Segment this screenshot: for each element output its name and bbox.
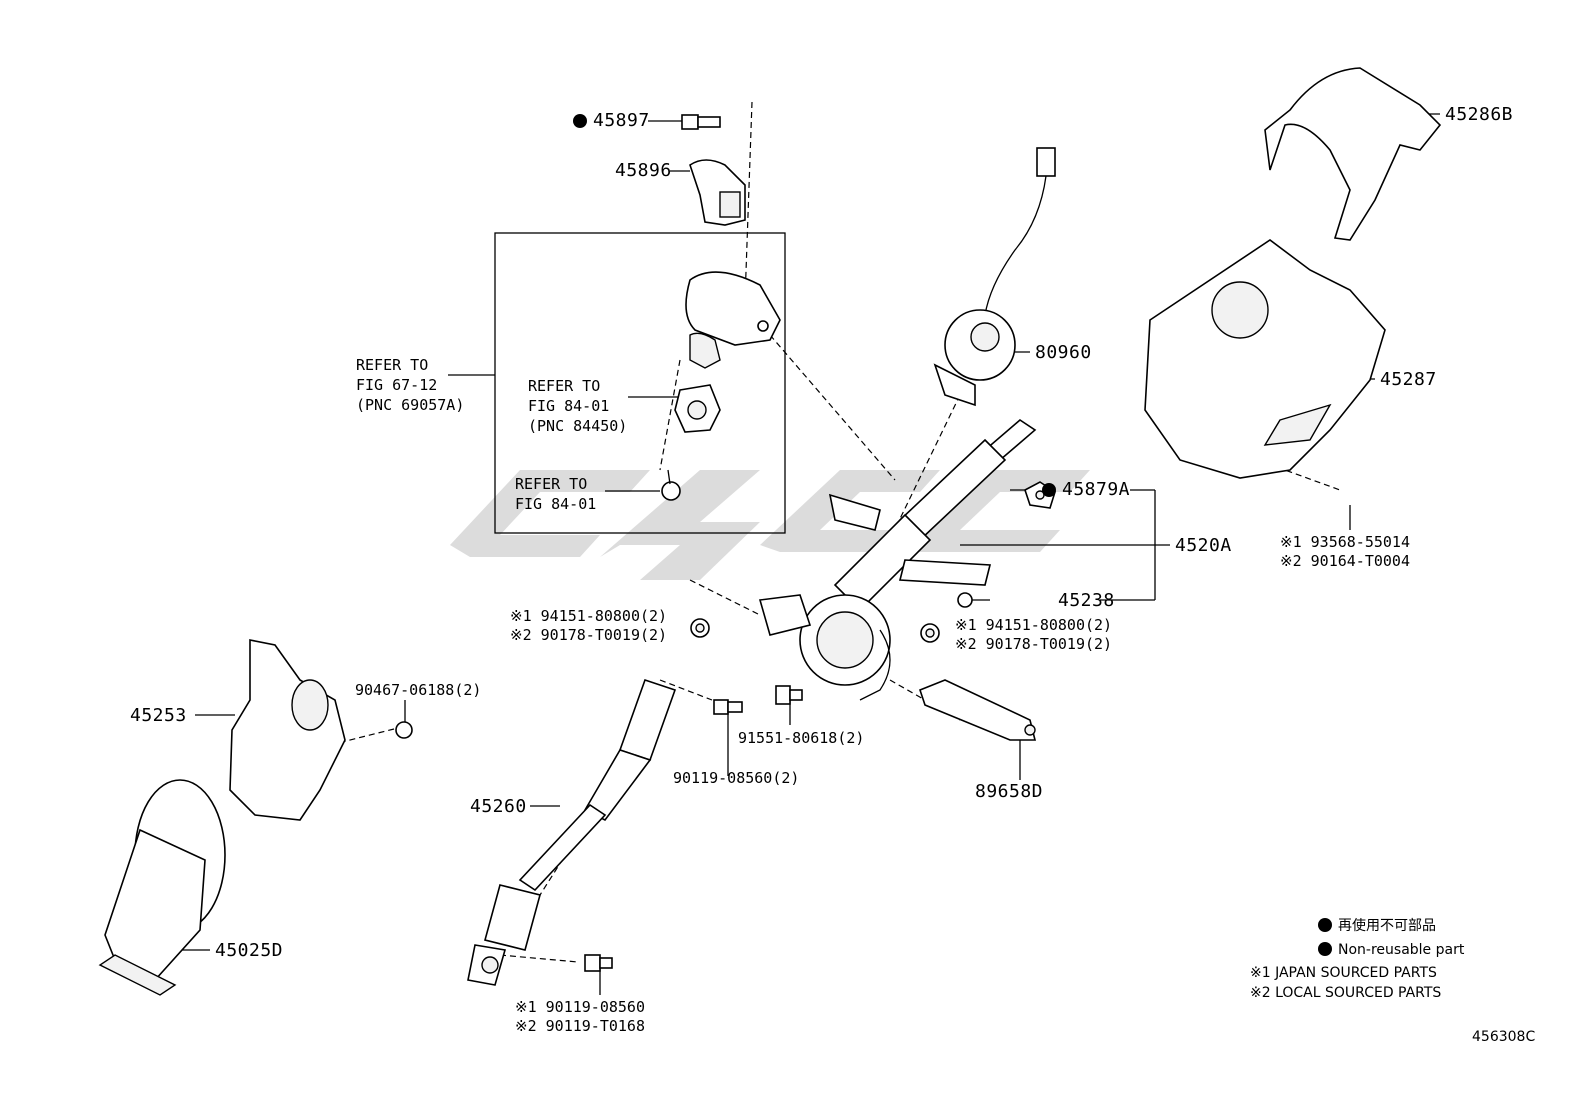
label-45025D: 45025D bbox=[215, 940, 284, 961]
bolt-90119-lower[interactable] bbox=[584, 954, 613, 972]
lower-cover-45287[interactable] bbox=[1144, 239, 1386, 479]
steering-column-4520A[interactable] bbox=[758, 418, 1037, 701]
key-cylinder[interactable] bbox=[674, 384, 721, 433]
label-nut-right-2: ※2 90178-T0019(2) bbox=[955, 635, 1113, 653]
label-nut-right-1: ※1 94151-80800(2) bbox=[955, 616, 1113, 634]
non-reusable-dot-icon bbox=[573, 114, 587, 128]
label-89658D: 89658D bbox=[975, 781, 1044, 802]
bolt-45238[interactable] bbox=[957, 592, 973, 608]
refer-note-fig-84-01-pnc: REFER TO FIG 84-01 (PNC 84450) bbox=[528, 377, 628, 435]
label-45238: 45238 bbox=[1058, 590, 1115, 611]
bolt-91551[interactable] bbox=[775, 685, 803, 705]
label-screw-right-1: ※1 93568-55014 bbox=[1280, 533, 1410, 551]
part-number: 45897 bbox=[593, 110, 650, 131]
label-45253: 45253 bbox=[130, 705, 187, 726]
bolt-90119-upper[interactable] bbox=[713, 699, 743, 715]
label-90119-08560-2: 90119-08560(2) bbox=[673, 769, 800, 787]
boot-45025D[interactable] bbox=[98, 779, 226, 996]
non-reusable-dot-icon bbox=[1042, 483, 1056, 497]
label-nut-left-1: ※1 94151-80800(2) bbox=[510, 607, 668, 625]
nut-right[interactable] bbox=[920, 623, 940, 643]
label-45896: 45896 bbox=[615, 160, 672, 181]
label-91551: 91551-80618(2) bbox=[738, 729, 865, 747]
label-bolt-bottom-1: ※1 90119-08560 bbox=[515, 998, 645, 1016]
label-45287: 45287 bbox=[1380, 369, 1437, 390]
bracket-89658D[interactable] bbox=[919, 679, 1037, 741]
figure-id: 456308C bbox=[1472, 1029, 1536, 1045]
legend-japan-sourced: ※1 JAPAN SOURCED PARTS bbox=[1250, 965, 1437, 981]
legend-local-sourced: ※2 LOCAL SOURCED PARTS bbox=[1250, 985, 1442, 1001]
label-45879A: 45879A bbox=[1042, 481, 1130, 499]
non-reusable-dot-icon bbox=[1318, 918, 1332, 932]
refer-note-fig-84-01: REFER TO FIG 84-01 bbox=[515, 475, 597, 513]
non-reusable-dot-icon bbox=[1318, 942, 1332, 956]
ignition-housing[interactable] bbox=[685, 271, 781, 369]
legend-non-reusable-en: Non-reusable part bbox=[1318, 942, 1464, 957]
sensor-80960[interactable] bbox=[933, 147, 1056, 407]
label-45897: 45897 bbox=[573, 112, 650, 130]
intermediate-shaft-45260[interactable] bbox=[467, 678, 677, 986]
legend-non-reusable-jp: 再使用不可部品 bbox=[1318, 918, 1436, 933]
clip-90467[interactable] bbox=[395, 721, 413, 739]
box-screw[interactable] bbox=[661, 469, 681, 501]
label-80960: 80960 bbox=[1035, 342, 1092, 363]
label-45286B: 45286B bbox=[1445, 104, 1514, 125]
part-number: 45879A bbox=[1062, 479, 1131, 500]
bolt-45897[interactable] bbox=[681, 114, 721, 130]
refer-note-fig-67-12: REFER TO FIG 67-12 (PNC 69057A) bbox=[356, 356, 465, 414]
label-45260: 45260 bbox=[470, 796, 527, 817]
leader-lines bbox=[177, 113, 1440, 995]
legend-text: 再使用不可部品 bbox=[1338, 918, 1436, 934]
label-4520A: 4520A bbox=[1175, 535, 1232, 556]
label-90467: 90467-06188(2) bbox=[355, 681, 482, 699]
sub-assembly-box bbox=[494, 232, 786, 534]
label-bolt-bottom-2: ※2 90119-T0168 bbox=[515, 1017, 645, 1035]
boot-cover-45253[interactable] bbox=[229, 639, 346, 821]
clamp-45896[interactable] bbox=[689, 159, 746, 226]
nut-left[interactable] bbox=[690, 618, 710, 638]
label-screw-right-2: ※2 90164-T0004 bbox=[1280, 552, 1410, 570]
legend-text: Non-reusable part bbox=[1338, 942, 1465, 958]
label-nut-left-2: ※2 90178-T0019(2) bbox=[510, 626, 668, 644]
upper-cover-45286B[interactable] bbox=[1264, 67, 1442, 241]
